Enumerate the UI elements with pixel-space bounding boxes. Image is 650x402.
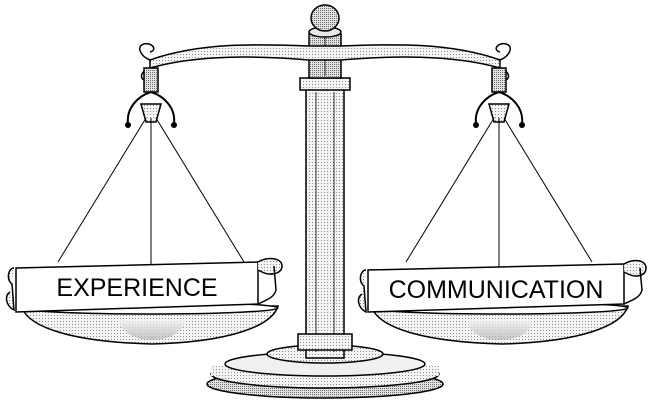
- right-banner: COMMUNICATION: [359, 261, 646, 312]
- center-pillar: [298, 34, 352, 358]
- right-banner-label: COMMUNICATION: [389, 276, 604, 304]
- left-banner-label: EXPERIENCE: [56, 274, 217, 302]
- top-finial: [309, 5, 341, 37]
- left-banner: EXPERIENCE: [7, 259, 282, 312]
